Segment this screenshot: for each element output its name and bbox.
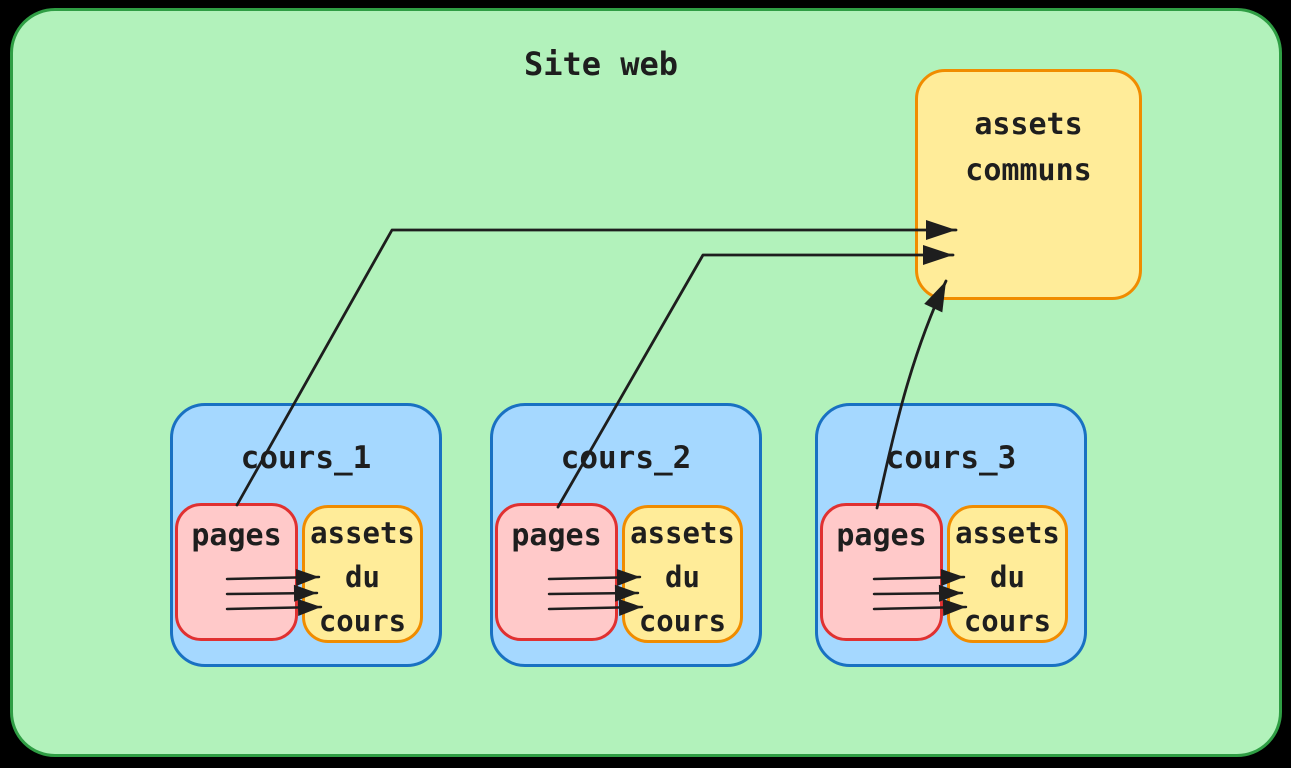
cours-2-title: cours_2 <box>560 440 692 476</box>
cours-1-pages-box: pages <box>175 503 298 641</box>
cours-1-assets-label: assets du cours <box>310 516 415 638</box>
cours-1-box: cours_1 pages assets du cours <box>170 403 442 667</box>
cours-3-title: cours_3 <box>885 440 1017 476</box>
assets-communs-label: assets communs <box>965 107 1092 188</box>
cours-1-assets-box: assets du cours <box>302 505 423 643</box>
assets-communs-box: assets communs <box>915 69 1142 300</box>
cours-2-assets-label: assets du cours <box>630 516 735 638</box>
cours-2-box: cours_2 pages assets du cours <box>490 403 762 667</box>
cours-3-pages-label: pages <box>836 518 927 553</box>
cours-2-pages-label: pages <box>511 518 602 553</box>
site-web-container: Site web assets communs cours_1 pages as… <box>10 8 1282 757</box>
cours-3-assets-label: assets du cours <box>955 516 1060 638</box>
cours-3-pages-box: pages <box>820 503 943 641</box>
cours-1-title: cours_1 <box>240 440 372 476</box>
cours-3-box: cours_3 pages assets du cours <box>815 403 1087 667</box>
cours-2-assets-box: assets du cours <box>622 505 743 643</box>
cours-3-assets-box: assets du cours <box>947 505 1068 643</box>
site-web-title: Site web <box>523 45 679 83</box>
cours-1-pages-label: pages <box>191 518 282 553</box>
cours-2-pages-box: pages <box>495 503 618 641</box>
